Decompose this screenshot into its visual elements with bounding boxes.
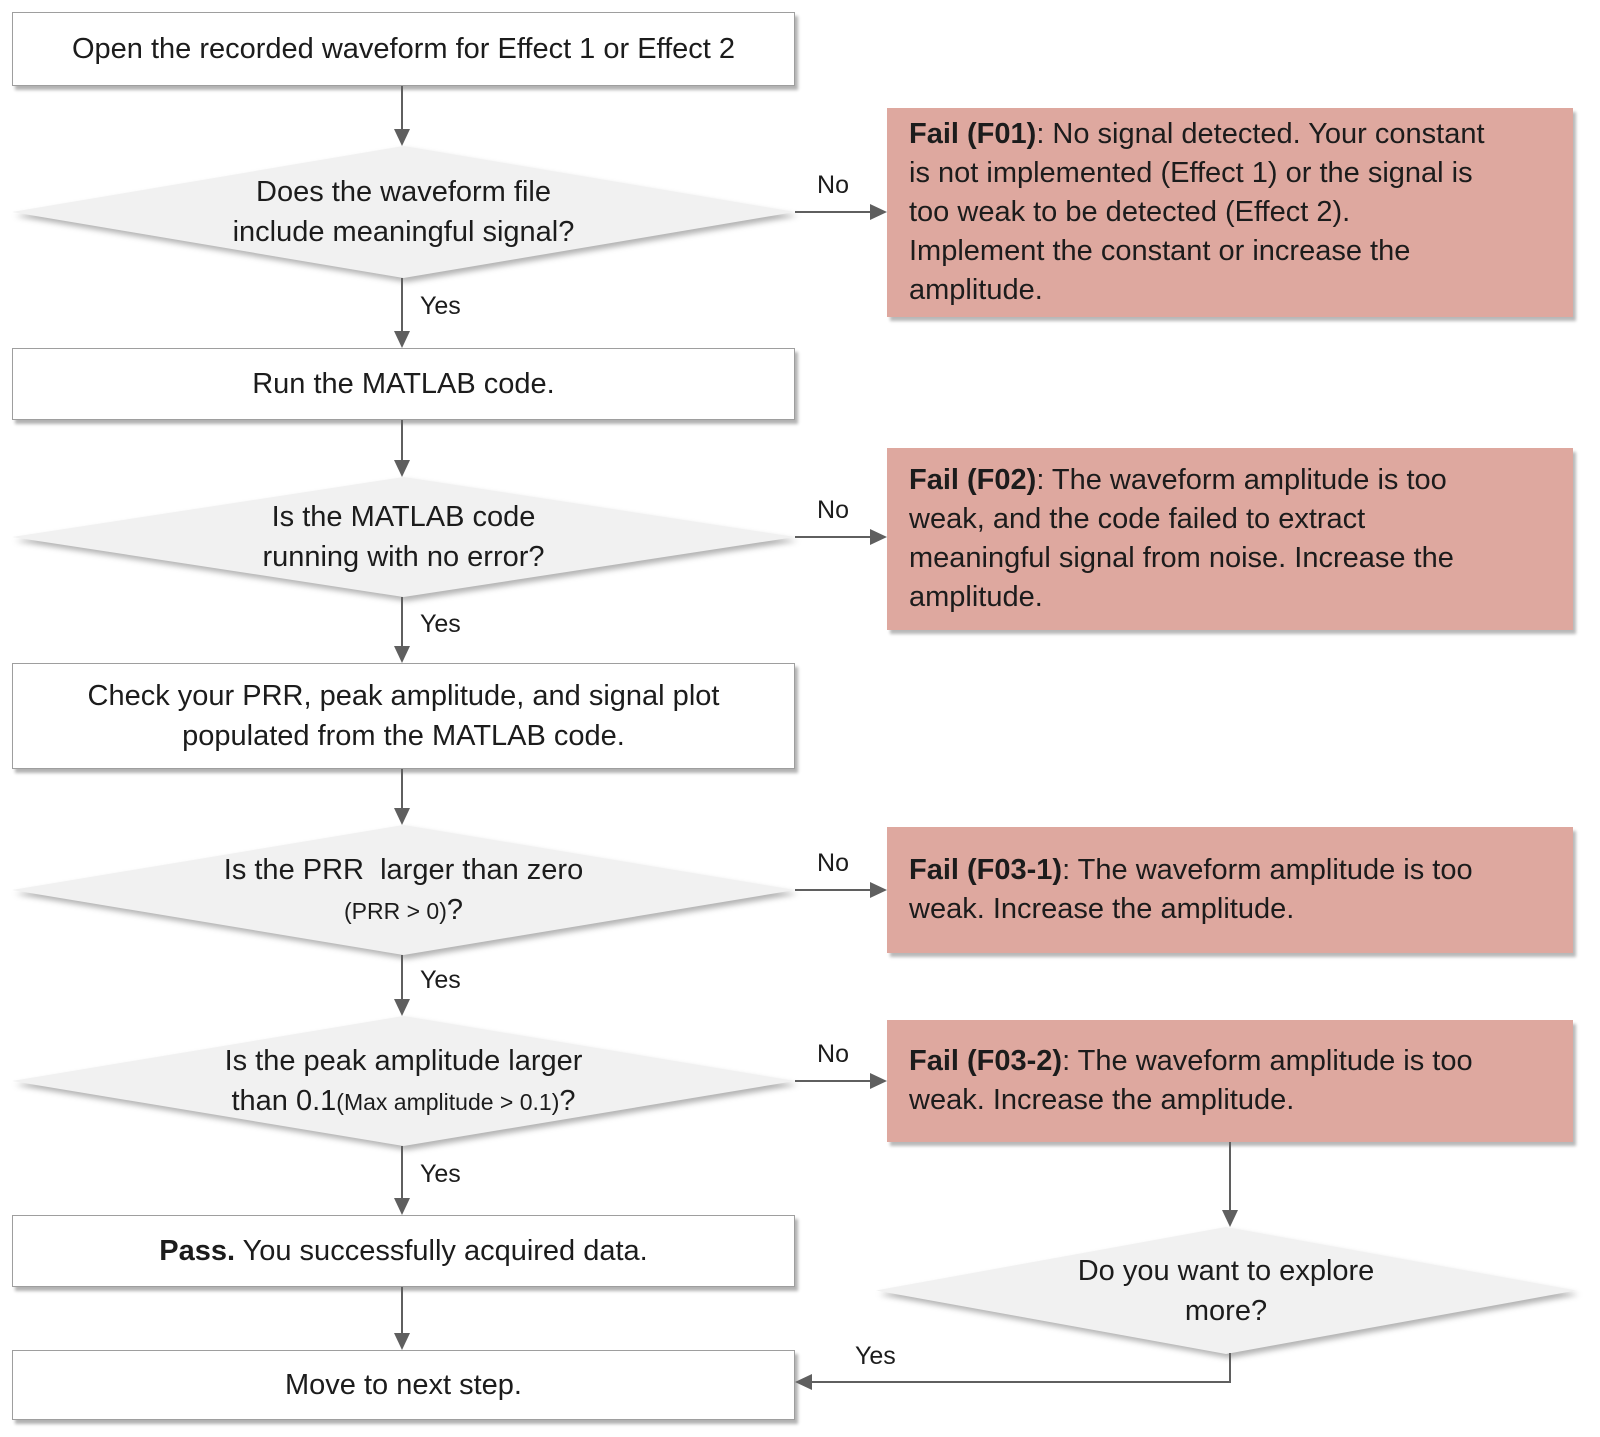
connector-explore-to-next-horizontal [812,1381,1231,1383]
node-run-matlab-label: Run the MATLAB code. [252,368,555,400]
edge-label-yes-explore: Yes [855,1342,896,1370]
arrowhead-down-icon [394,808,410,825]
connector-d2-to-f02 [795,536,870,538]
connector-d1-to-run [401,278,403,331]
edge-label-yes-3: Yes [420,966,461,994]
decision-no-error: Is the MATLAB code running with no error… [12,477,795,597]
edge-label-yes-2: Yes [420,610,461,638]
arrowhead-right-icon [870,529,887,545]
connector-d3-to-f03-1 [795,889,870,891]
decision-no-error-label: Is the MATLAB code running with no error… [262,501,545,573]
node-check-prr-label: Check your PRR, peak amplitude, and sign… [87,680,720,752]
arrowhead-down-icon [394,1333,410,1350]
arrowhead-down-icon [394,331,410,348]
node-move-next: Move to next step. [12,1350,795,1420]
arrowhead-down-icon [394,646,410,663]
connector-f03-2-to-explore [1229,1142,1231,1210]
arrowhead-right-icon [870,882,887,898]
decision-peak-amplitude-label: Is the peak amplitude larger than 0.1(Ma… [224,1044,583,1117]
node-open-waveform-label: Open the recorded waveform for Effect 1 … [71,33,736,65]
decision-explore-more: Do you want to explore more? [876,1227,1576,1354]
fail-f03-1-box: Fail (F03-1): The waveform amplitude is … [887,827,1573,953]
node-open-waveform: Open the recorded waveform for Effect 1 … [12,12,795,86]
connector-pass-to-next [401,1287,403,1333]
arrowhead-down-icon [1222,1210,1238,1227]
connector-d4-to-pass [401,1146,403,1198]
decision-prr-positive-label: Is the PRR larger than zero (PRR > 0)? [223,853,584,926]
connector-d2-to-check [401,597,403,646]
node-pass-label: Pass. You successfully acquired data. [159,1235,648,1267]
decision-prr-positive: Is the PRR larger than zero (PRR > 0)? [12,825,795,955]
connector-d4-to-f03-2 [795,1080,870,1082]
fail-f02-box: Fail (F02): The waveform amplitude is to… [887,448,1573,630]
connector-d3-to-d4 [401,955,403,999]
edge-label-no-2: No [817,496,849,524]
arrowhead-down-icon [394,999,410,1016]
decision-meaningful-signal-label: Does the waveform file include meaningfu… [232,176,575,248]
arrowhead-right-icon [870,204,887,220]
arrowhead-down-icon [394,1198,410,1215]
decision-meaningful-signal: Does the waveform file include meaningfu… [12,146,795,278]
arrowhead-down-icon [394,460,410,477]
arrowhead-down-icon [394,129,410,146]
connector-run-to-d2 [401,420,403,460]
edge-label-no-3: No [817,849,849,877]
connector-explore-to-next-vertical [1229,1353,1231,1383]
arrowhead-right-icon [870,1073,887,1089]
edge-label-yes-4: Yes [420,1160,461,1188]
decision-explore-more-label: Do you want to explore more? [1077,1254,1375,1327]
node-run-matlab: Run the MATLAB code. [12,348,795,420]
node-check-prr: Check your PRR, peak amplitude, and sign… [12,663,795,769]
connector-check-to-d3 [401,769,403,808]
node-move-next-label: Move to next step. [285,1369,522,1401]
fail-f01-text: Fail (F01): No signal detected. Your con… [909,118,1485,306]
connector-d1-to-f01 [795,211,870,213]
edge-label-no-1: No [817,171,849,199]
arrowhead-left-icon [795,1374,812,1390]
edge-label-no-4: No [817,1040,849,1068]
fail-f02-text: Fail (F02): The waveform amplitude is to… [909,464,1454,613]
edge-label-yes-1: Yes [420,292,461,320]
connector-start-to-d1 [401,86,403,129]
node-pass: Pass. You successfully acquired data. [12,1215,795,1287]
fail-f01-box: Fail (F01): No signal detected. Your con… [887,108,1573,317]
decision-peak-amplitude: Is the peak amplitude larger than 0.1(Ma… [12,1016,795,1146]
fail-f03-2-box: Fail (F03-2): The waveform amplitude is … [887,1020,1573,1142]
fail-f03-1-text: Fail (F03-1): The waveform amplitude is … [909,854,1473,925]
fail-f03-2-text: Fail (F03-2): The waveform amplitude is … [909,1045,1473,1116]
